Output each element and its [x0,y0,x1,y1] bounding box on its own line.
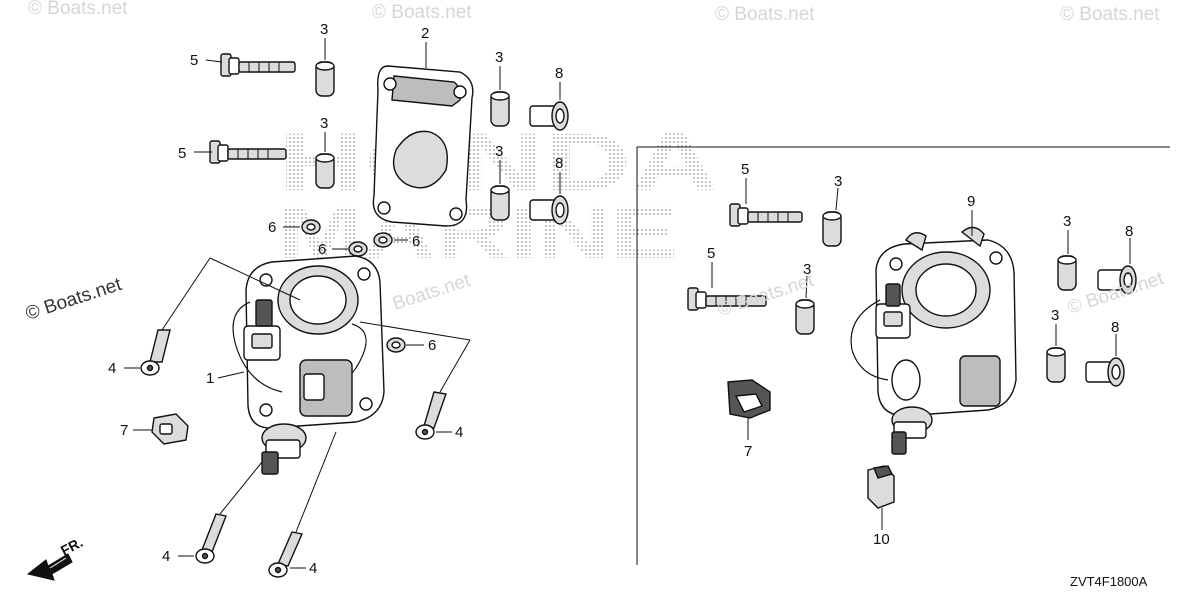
washer-6-d [386,337,406,353]
callout-r-3-b: 3 [1063,213,1071,230]
grommet-3-a [315,61,335,97]
bolt-5-upper [220,53,296,77]
callout-3-b: 3 [495,49,503,66]
callout-2: 2 [421,25,429,42]
clip-7-left [151,413,189,445]
grommet-3-right-a [822,211,842,247]
callout-5-upper: 5 [190,52,198,69]
clip-10 [867,465,895,509]
washer-6-a [301,219,321,235]
bolt-4-b [415,391,447,440]
callout-r-3-c: 3 [803,261,811,278]
callout-4-a: 4 [108,360,116,377]
front-arrow-icon [26,553,73,581]
grommet-3-d [490,185,510,221]
collar-8-b [529,195,569,225]
watermark-middle: Boats.net [390,270,474,315]
callout-r-5-lower: 5 [707,245,715,262]
throttle-body-9 [850,226,1017,455]
callout-r-3-d: 3 [1051,307,1059,324]
watermark-top-4: © Boats.net [1060,4,1160,25]
watermark-left: © Boats.net [23,274,125,325]
bolt-4-c [195,513,227,564]
callouts-right: 5 3 9 3 8 5 3 3 8 7 10 [707,161,1133,548]
callouts-left: 5 3 2 3 8 5 3 3 8 6 6 6 6 4 1 4 7 4 4 [108,21,563,577]
callout-r-9: 9 [967,193,975,210]
callout-r-3-a: 3 [834,173,842,190]
bolt-5-right-upper [729,203,803,227]
callout-3-a: 3 [320,21,328,38]
grommet-3-right-b [795,299,815,335]
callout-3-c: 3 [320,115,328,132]
callout-r-8-b: 8 [1111,319,1119,336]
callout-8-a: 8 [555,65,563,82]
cover-gasket-2 [372,65,474,227]
callout-4-d: 4 [309,560,317,577]
collar-8-right-b [1085,357,1125,387]
watermark-top-2: © Boats.net [372,2,472,23]
callout-8-b: 8 [555,155,563,172]
bolt-5-lower [209,140,287,164]
callout-3-d: 3 [495,143,503,160]
collar-8-right-a [1097,265,1137,295]
honda-marine-logo: HONDA MARINE [278,117,718,274]
callout-r-7: 7 [744,443,752,460]
leader-lines-left [124,38,561,569]
callout-r-5-upper: 5 [741,161,749,178]
grommet-3-c [490,91,510,127]
front-direction-indicator: FR. [26,534,85,581]
diagram-code: ZVT4F1800A [1070,574,1148,589]
collar-8-a [529,101,569,131]
callout-r-10: 10 [873,531,890,548]
leader-lines-right [711,178,1131,530]
grommet-3-b [315,153,335,189]
callout-4-c: 4 [162,548,170,565]
front-label: FR. [58,534,85,559]
callout-6-b: 6 [318,241,326,258]
watermark-top-3: © Boats.net [715,4,815,25]
washer-6-c [373,232,393,248]
callout-r-8-a: 8 [1125,223,1133,240]
throttle-body-1 [232,255,385,475]
watermark-top-1: © Boats.net [28,0,128,19]
callout-7-left: 7 [120,422,128,439]
callout-4-b: 4 [455,424,463,441]
bolt-5-right-lower [687,287,767,311]
grommet-3-right-c [1057,255,1077,291]
divider [636,146,1170,565]
callout-6-c: 6 [412,233,420,250]
callout-6-d: 6 [428,337,436,354]
callout-1: 1 [206,370,214,387]
washer-6-b [348,241,368,257]
callout-6-a: 6 [268,219,276,236]
callout-5-lower: 5 [178,145,186,162]
bolt-4-a [140,329,171,376]
bolt-4-d [268,531,303,578]
grommet-3-right-d [1046,347,1066,383]
clip-7-right [727,379,771,419]
